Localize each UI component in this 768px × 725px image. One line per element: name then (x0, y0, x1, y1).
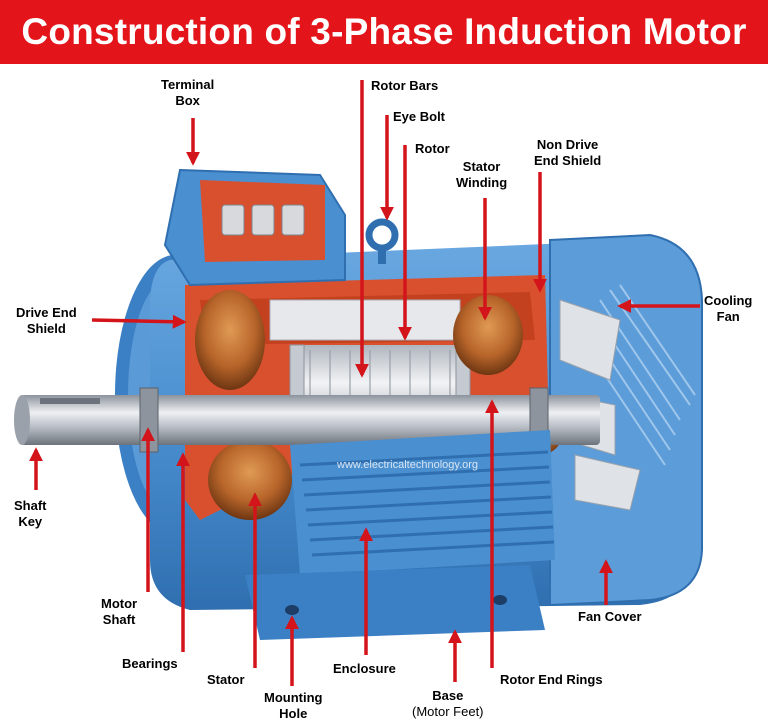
terminal-studs (221, 204, 305, 236)
motor-illustration (14, 168, 703, 640)
label-enclosure: Enclosure (333, 661, 396, 676)
page-title: Construction of 3-Phase Induction Motor (21, 11, 747, 52)
stator-winding-front-bottom (208, 440, 292, 520)
arrow-drive-end-shield (91, 314, 187, 329)
label-stator: Stator (207, 672, 245, 687)
motor-base (245, 565, 545, 640)
eye-bolt-shape (365, 218, 399, 252)
label-rotor-bars: Rotor Bars (371, 78, 439, 93)
motor-diagram (14, 80, 703, 686)
motor-shaft-shape (20, 395, 600, 445)
label-base: Base(Motor Feet) (412, 688, 484, 719)
enclosure-fins (299, 450, 555, 557)
label-eye-bolt: Eye Bolt (393, 109, 446, 124)
mounting-hole-shape (285, 605, 299, 615)
watermark: www.electricaltechnology.org (337, 459, 479, 471)
label-bearings: Bearings (122, 656, 178, 671)
stator-winding-front-top (195, 290, 265, 390)
stator-core-top (269, 299, 461, 341)
callout-arrows (29, 80, 700, 686)
label-fan-cover: Fan Cover (578, 609, 642, 624)
label-rotor-end-rings: Rotor End Rings (500, 672, 603, 687)
title-banner: Construction of 3-Phase Induction Motor (0, 0, 768, 64)
label-rotor: Rotor (415, 141, 450, 156)
shaft-key-shape (40, 398, 100, 404)
stator-winding-rear-top (453, 295, 523, 375)
